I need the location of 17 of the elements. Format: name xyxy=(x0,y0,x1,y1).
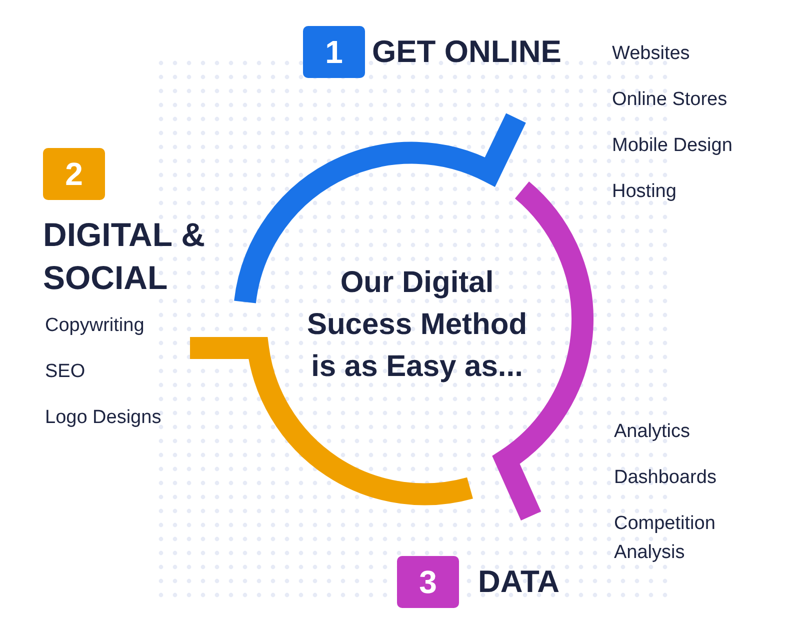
section-heading: DATA xyxy=(478,563,560,601)
number-badge: 1 xyxy=(303,26,365,78)
service-item: Websites xyxy=(612,42,690,66)
service-item: Online Stores xyxy=(612,88,728,112)
service-item: Copywriting xyxy=(45,314,144,338)
service-item: Hosting xyxy=(612,180,676,204)
heading: Our Digital Sucess Method is as Easy as... xyxy=(306,265,528,385)
service-item: Analytics xyxy=(614,420,690,444)
service-item: Logo Designs xyxy=(45,406,162,430)
number-badge: 3 xyxy=(397,556,459,608)
section-heading: DIGITAL & SOCIAL xyxy=(43,215,206,298)
section-heading: GET ONLINE xyxy=(372,33,562,71)
service-item: SEO xyxy=(45,360,86,384)
service-item: Competition Analysis xyxy=(614,512,716,564)
number-badge: 2 xyxy=(43,148,105,200)
service-item: Mobile Design xyxy=(612,134,732,158)
service-item: Dashboards xyxy=(614,466,716,490)
